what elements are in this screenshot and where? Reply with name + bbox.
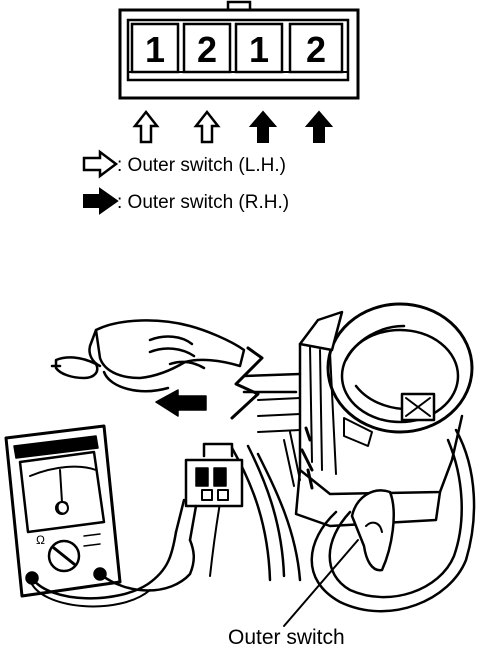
open-right-arrow-icon [82,149,119,179]
pull-direction-arrow-icon [155,389,207,417]
wire-harness-loop [310,428,476,613]
open-up-arrow-icon [193,109,221,144]
outer-switch-lever [350,489,395,572]
outer-switch-callout: Outer switch [228,626,345,648]
pin-number: 1 [145,29,165,70]
legend-label-rh: : Outer switch (R.H.) [117,192,289,213]
multimeter: C Ω [4,424,122,598]
break-mark [230,346,264,420]
filled-up-arrow-icon [304,110,334,143]
pin-number: 1 [249,29,269,70]
connector: 1 2 1 2 [118,0,360,100]
pin-cell [182,22,232,74]
legend: : Outer switch (L.H.) : Outer switch (R.… [82,149,289,215]
pin-cell [234,22,284,74]
filled-right-arrow-icon [83,187,119,215]
test-illustration: C Ω [4,302,476,627]
legend-label-lh: : Outer switch (L.H.) [117,155,286,176]
pin-cell [288,22,344,74]
open-up-arrow-icon [132,109,160,144]
meter-dial-letter: C [56,498,69,518]
pin-number: 2 [306,29,326,70]
meter-scale-label: Ω [36,533,45,547]
callout-leader [283,539,359,627]
pin-cell [130,22,180,74]
hand-illustration [50,319,246,393]
test-connector [174,442,244,542]
test-leads [29,530,195,608]
filled-up-arrow-icon [248,110,278,143]
pin-number: 2 [197,29,217,70]
pin-arrows [132,109,334,144]
